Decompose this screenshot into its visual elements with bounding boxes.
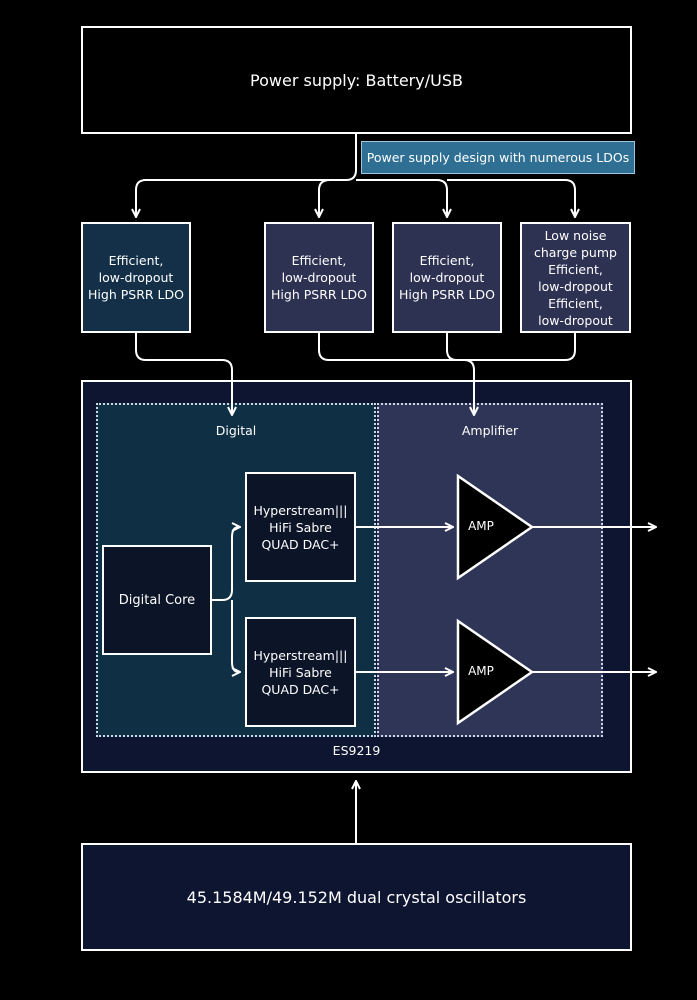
power-supply-label: Power supply: Battery/USB <box>250 70 463 90</box>
amp-2-triangle <box>456 618 535 726</box>
ldo-box-digital: Efficient, low-dropout High PSRR LDO <box>81 222 191 333</box>
dac-label: Hyperstream||| HiFi Sabre QUAD DAC+ <box>253 647 348 697</box>
core-to-dac-2-line <box>231 600 239 672</box>
digital-core-label: Digital Core <box>118 592 196 608</box>
ldo-to-digital-line <box>135 333 232 414</box>
ldo-to-amp-line-2 <box>446 333 474 361</box>
amp-1-triangle <box>456 473 535 581</box>
core-to-dac-1-line <box>212 527 239 601</box>
dac-box-2: Hyperstream||| HiFi Sabre QUAD DAC+ <box>245 617 356 727</box>
ldo-box: Efficient, low-dropout High PSRR LDO <box>392 222 502 333</box>
ldo-label: Efficient, low-dropout High PSRR LDO <box>88 253 184 302</box>
oscillator-label: 45.1584M/49.152M dual crystal oscillator… <box>186 887 527 907</box>
power-feed-line-2 <box>319 179 331 216</box>
ldo-label: Efficient, low-dropout High PSRR LDO <box>399 253 495 302</box>
amp-1-label: AMP <box>468 519 494 533</box>
amplifier-zone <box>377 403 603 737</box>
ldo-box: Efficient, low-dropout High PSRR LDO <box>264 222 374 333</box>
chip-name-label: ES9219 <box>332 743 381 758</box>
digital-core-box: Digital Core <box>102 545 212 655</box>
dac-label: Hyperstream||| HiFi Sabre QUAD DAC+ <box>253 502 348 552</box>
charge-pump-label: Low noise charge pump Efficient, low-dro… <box>534 227 617 328</box>
power-feed-line-4 <box>447 179 575 216</box>
oscillator-box: 45.1584M/49.152M dual crystal oscillator… <box>81 843 632 951</box>
ldo-label: Efficient, low-dropout High PSRR LDO <box>271 253 367 302</box>
dac-box-1: Hyperstream||| HiFi Sabre QUAD DAC+ <box>245 472 356 582</box>
ldo-note-callout: Power supply design with numerous LDOs <box>361 141 635 174</box>
ldo-to-amp-line-3 <box>474 333 576 361</box>
amplifier-zone-label: Amplifier <box>461 423 519 438</box>
power-feed-line <box>136 134 357 216</box>
ldo-to-amp-line <box>318 333 474 414</box>
digital-zone-label: Digital <box>215 423 257 438</box>
ldo-note-label: Power supply design with numerous LDOs <box>366 150 630 165</box>
power-supply-box: Power supply: Battery/USB <box>81 26 632 134</box>
amp-2-label: AMP <box>468 664 494 678</box>
power-feed-line-3 <box>356 179 447 216</box>
charge-pump-box: Low noise charge pump Efficient, low-dro… <box>520 222 631 333</box>
